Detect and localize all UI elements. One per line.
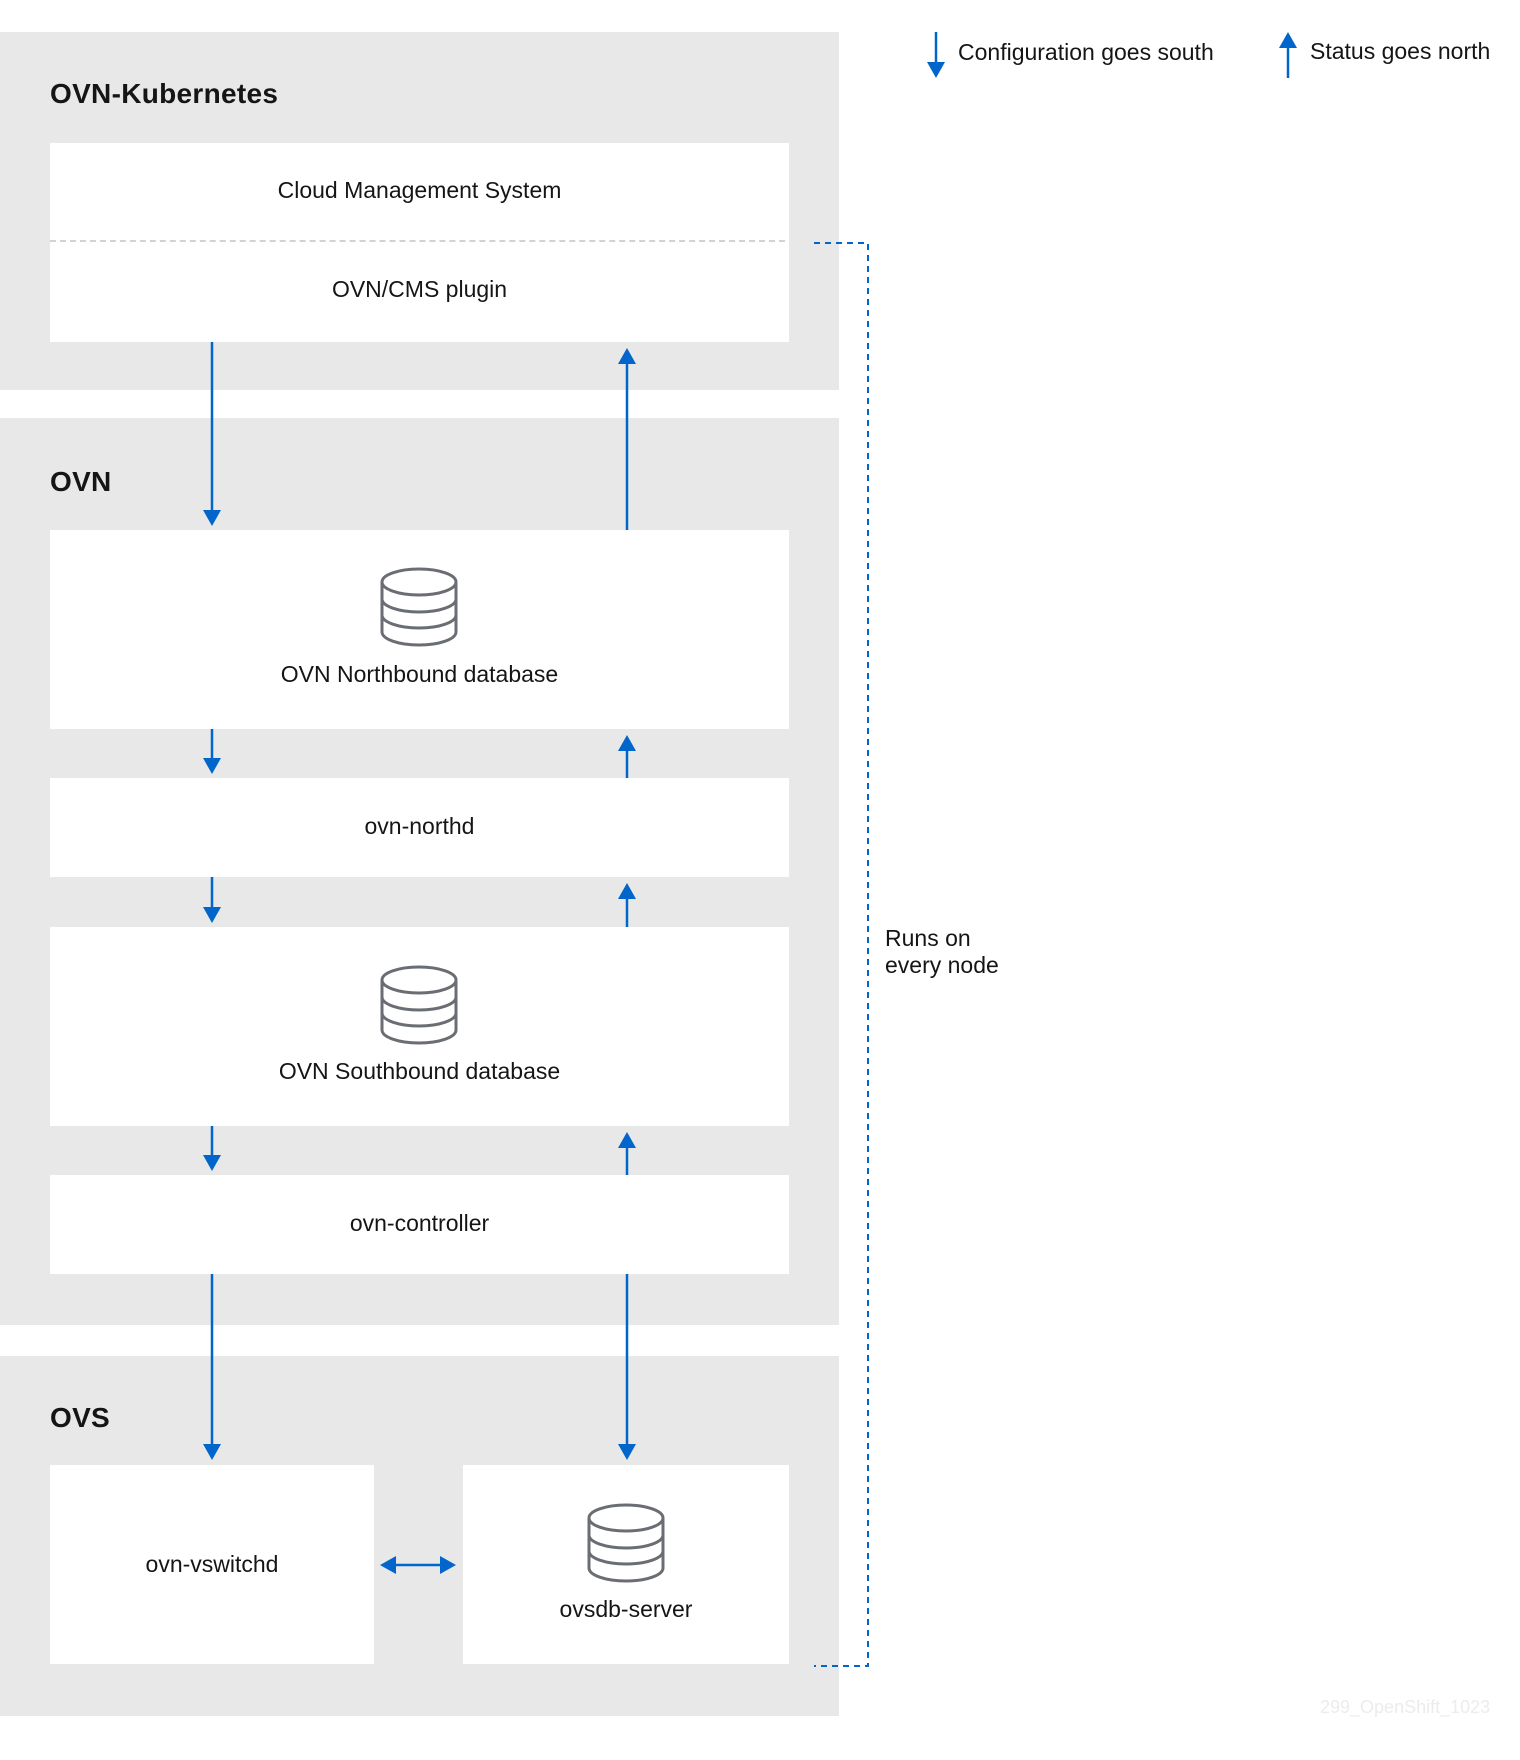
controller-label: ovn-controller	[349, 1210, 490, 1236]
legend-up-arrow-icon	[1279, 32, 1297, 78]
ovsdb-label: ovsdb-server	[559, 1596, 693, 1622]
arrow-plugin-to-northbound	[203, 342, 221, 526]
northbound-db-box: OVN Northbound database	[50, 530, 789, 729]
southbound-db-label: OVN Southbound database	[278, 1058, 561, 1084]
arrow-southbound-to-northd	[618, 883, 636, 927]
northd-box: ovn-northd	[50, 778, 789, 877]
arrow-vswitchd-ovsdb	[380, 1556, 456, 1574]
arrow-northd-to-southbound	[203, 877, 221, 923]
vswitchd-label: ovn-vswitchd	[145, 1551, 279, 1577]
northd-label: ovn-northd	[364, 813, 475, 839]
arrow-controller-to-southbound	[618, 1132, 636, 1175]
arrow-controller-to-vswitchd	[203, 1274, 221, 1460]
bracket-line-2: every node	[885, 952, 999, 978]
plugin-label: OVN/CMS plugin	[331, 276, 508, 302]
legend-down-arrow-icon	[927, 32, 945, 78]
ovsdb-database-icon	[587, 1503, 665, 1583]
northbound-db-label: OVN Northbound database	[280, 661, 559, 687]
cms-label: Cloud Management System	[277, 177, 562, 203]
bracket-line-1: Runs on	[885, 925, 971, 951]
vswitchd-box: ovn-vswitchd	[50, 1465, 374, 1664]
arrow-controller-to-ovsdb	[618, 1274, 636, 1460]
runs-on-every-node-bracket	[814, 242, 869, 1667]
cms-plugin-divider	[50, 240, 785, 242]
arrow-northbound-to-plugin	[618, 348, 636, 530]
northbound-database-icon	[380, 567, 458, 647]
section-title-ovn: OVN	[50, 466, 112, 497]
arrow-northbound-to-northd	[203, 729, 221, 774]
cms-plugin-box: Cloud Management System OVN/CMS plugin	[50, 143, 789, 342]
arrow-northd-to-northbound	[618, 735, 636, 778]
section-title-ovs: OVS	[50, 1402, 111, 1433]
arrow-southbound-to-controller	[203, 1126, 221, 1171]
legend-status-label: Status goes north	[1310, 38, 1491, 64]
southbound-database-icon	[380, 965, 458, 1045]
legend-configuration-label: Configuration goes south	[958, 39, 1214, 65]
runs-on-every-node-label: Runs on every node	[885, 925, 999, 979]
section-title-ovn-kubernetes: OVN-Kubernetes	[50, 78, 279, 109]
controller-box: ovn-controller	[50, 1175, 789, 1274]
watermark: 299_OpenShift_1023	[1320, 1697, 1491, 1717]
